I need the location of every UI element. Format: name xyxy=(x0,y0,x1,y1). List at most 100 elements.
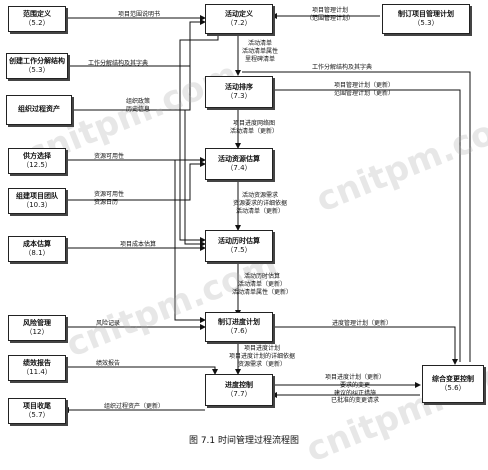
box-activity-definition: 活动定义 （7.2） xyxy=(205,4,273,34)
box-label: 供方选择 xyxy=(23,151,51,160)
label-line: （范围管理计划） xyxy=(305,14,355,22)
box-code: （7.5） xyxy=(226,246,252,254)
box-code: （11.4） xyxy=(22,368,52,376)
label-line: 资源日历 xyxy=(94,198,119,206)
box-label: 综合变更控制 xyxy=(432,374,474,383)
label-wbs-dictionary: 工作分解结构及其字典 xyxy=(88,60,149,67)
arrow-wbs-to-def xyxy=(64,19,206,67)
box-develop-pm-plan: 制订项目管理计划 （5.3） xyxy=(382,4,470,34)
box-label: 组建项目团队 xyxy=(16,191,58,200)
box-code: （7.6） xyxy=(226,327,252,335)
box-label: 制订项目管理计划 xyxy=(398,9,454,18)
box-label: 项目收尾 xyxy=(23,401,51,410)
label-line: 活动清单属性（更新） xyxy=(231,288,293,296)
box-source-selection: 供方选择 （12.5） xyxy=(8,148,66,174)
arrow-seq-out xyxy=(272,89,461,362)
box-code: （5.6） xyxy=(440,384,466,392)
label-after-development: 项目进度计划 项目进度计划的详细依据 资源需求（更新） xyxy=(229,345,295,368)
arrow-dev-out xyxy=(272,326,456,362)
box-code: （7.7） xyxy=(226,390,252,398)
label-line: 活动历时估算 xyxy=(243,273,281,280)
label-wbs-dictionary-right: 工作分解结构及其字典 xyxy=(312,64,373,71)
box-acquire-team: 组建项目团队 （10.3） xyxy=(8,188,66,214)
label-line: 项目进度计划的详细依据 xyxy=(228,352,296,360)
box-code: （12.5） xyxy=(22,161,52,169)
label-line: 项目进度网络图 xyxy=(232,120,276,127)
label-line: 资源可用性 xyxy=(94,191,125,198)
box-label: 风险管理 xyxy=(23,318,51,327)
box-org-process-assets: 组织过程资产 xyxy=(6,95,72,125)
label-line: 资源需求（更新） xyxy=(237,360,287,368)
label-resource-availability: 资源可用性 xyxy=(94,153,125,160)
box-integrated-change-control: 综合变更控制 （5.6） xyxy=(422,365,484,403)
label-line: 活动清单（更新） xyxy=(237,280,287,288)
box-code: （5.7） xyxy=(24,411,50,419)
box-label: 组织过程资产 xyxy=(18,105,60,114)
box-schedule-development: 制订进度计划 （7.6） xyxy=(205,312,273,342)
label-cost-estimate: 项目成本估算 xyxy=(120,241,157,248)
label-line: 资源要求的详细依据 xyxy=(232,199,288,207)
box-code: （5.3） xyxy=(24,66,50,74)
box-activity-resource-estimating: 活动资源估算 （7.4） xyxy=(205,148,273,180)
label-line: 活动清单（更新） xyxy=(229,127,279,135)
box-label: 进度控制 xyxy=(225,380,253,389)
box-activity-duration-estimating: 活动历时估算 （7.5） xyxy=(205,230,273,262)
arrow-bypass-b xyxy=(184,110,206,247)
label-schedule-plan-update: 进度管理计划（更新） xyxy=(332,320,393,327)
label-line: 项目进度计划（更新） xyxy=(324,374,386,381)
arrow-opa-to-def xyxy=(72,66,191,111)
label-line: 活动清单（更新） xyxy=(235,207,285,215)
label-line: 活动资源需求 xyxy=(241,192,279,199)
box-project-closure: 项目收尾 （5.7） xyxy=(8,398,66,424)
box-label: 活动资源估算 xyxy=(218,154,260,163)
box-code: （5.3） xyxy=(413,19,439,27)
box-code: （7.3） xyxy=(226,92,252,100)
label-control-output: 项目进度计划（更新） 要求的变更 建议的纠正措施 已批准的变更请求 xyxy=(325,374,385,405)
label-line: 历史信息 xyxy=(125,105,151,113)
box-create-wbs: 创建工作分解结构 （5.3） xyxy=(6,53,68,79)
label-line: 活动清单属性 xyxy=(241,47,279,55)
box-performance-reporting: 绩效报告 （11.4） xyxy=(8,355,66,381)
label-opa-detail: 组织政策 历史信息 xyxy=(126,98,150,114)
arrow-team-to-res xyxy=(64,161,206,201)
label-line: 项目管理计划（更新） xyxy=(334,82,395,89)
flowchart: cnitpm.com cnitpm.com cnitpm.com cnitpm.… xyxy=(6,4,488,470)
label-after-duration: 活动历时估算 活动清单（更新） 活动清单属性（更新） xyxy=(232,273,292,296)
box-label: 活动历时估算 xyxy=(218,236,260,245)
label-line: 项目管理计划 xyxy=(311,7,349,14)
arrow-perf-to-ctrl xyxy=(64,366,218,375)
label-resource-calendar: 资源可用性 资源日历 xyxy=(94,191,124,207)
label-sequencing-output: 项目管理计划（更新） 范围管理计划（更新） xyxy=(334,82,394,98)
box-code: （7.4） xyxy=(226,164,252,172)
box-code: （10.3） xyxy=(22,201,52,209)
label-line: 项目进度计划 xyxy=(243,345,281,352)
box-schedule-control: 进度控制 （7.7） xyxy=(205,374,273,406)
label-after-sequencing: 项目进度网络图 活动清单（更新） xyxy=(230,120,278,136)
connector-lines xyxy=(63,13,471,413)
label-line: 组织政策 xyxy=(125,98,151,105)
box-label: 范围定义 xyxy=(23,9,51,18)
label-line: 里程碑清单 xyxy=(244,55,276,63)
label-line: 活动清单 xyxy=(247,40,273,47)
box-risk-management: 风险管理 （12） xyxy=(8,315,66,341)
box-label: 活动定义 xyxy=(225,9,253,18)
label-line: 范围管理计划（更新） xyxy=(334,89,395,97)
box-activity-sequencing: 活动排序 （7.3） xyxy=(205,76,273,108)
box-label: 成本估算 xyxy=(23,239,51,248)
label-after-resource: 活动资源需求 资源要求的详细依据 活动清单（更新） xyxy=(233,192,287,215)
arrow-left-to-dev xyxy=(174,160,206,323)
box-code: （5.2） xyxy=(24,19,50,27)
box-code: （8.1） xyxy=(24,249,50,257)
box-code: （7.2） xyxy=(226,19,252,27)
box-label: 制订进度计划 xyxy=(218,317,260,326)
label-performance-report: 绩效报告 xyxy=(96,360,121,367)
box-label: 创建工作分解结构 xyxy=(9,56,65,65)
box-label: 绩效报告 xyxy=(23,358,51,367)
box-cost-estimating: 成本估算 （8.1） xyxy=(8,236,66,262)
label-line: 已批准的变更请求 xyxy=(330,397,380,405)
box-label: 活动排序 xyxy=(225,82,253,91)
label-risk-register: 风险记录 xyxy=(96,320,121,327)
label-pm-plan-in: 项目管理计划 （范围管理计划） xyxy=(306,7,354,23)
label-line: 建议的纠正措施 xyxy=(333,389,377,397)
label-line: 要求的变更 xyxy=(339,381,371,389)
